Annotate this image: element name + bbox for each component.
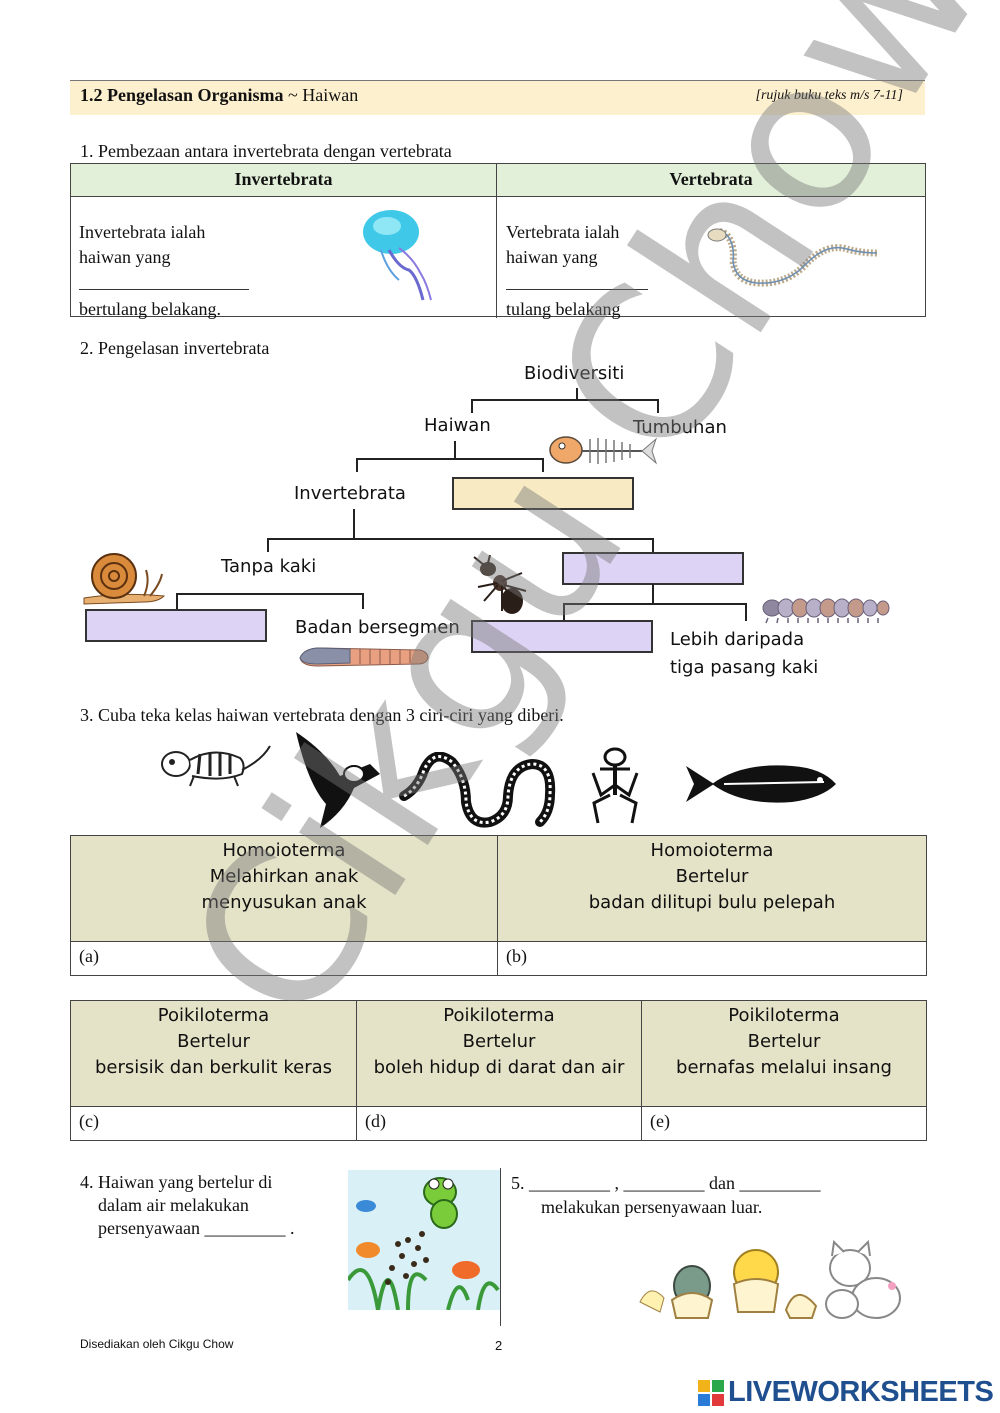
node-biodiversiti: Biodiversiti [524,363,625,384]
node-badan-bersegmen: Badan bersegmen [295,617,460,638]
bird-skeleton-icon [296,732,380,828]
section-header: 1.2 Pengelasan Organisma ~ Haiwan [rujuk… [70,80,925,115]
header-invertebrata: Invertebrata [71,164,496,197]
hatching-animals-illustration [639,1240,901,1319]
node-tumbuhan: Tumbuhan [633,417,727,438]
question-3: 3. Cuba teka kelas haiwan vertebrata den… [80,705,564,725]
vertebrata-definition: Vertebrata ialah haiwan yang tulang bela… [506,220,648,322]
liveworksheets-wordmark: LIVEWORKSHEETS [728,1376,994,1408]
answer-a[interactable]: (a) [71,941,498,976]
question-5: 5. _________ , _________ dan _________ m… [511,1173,821,1217]
frog-skeleton-icon [591,747,639,824]
snake-skeleton-icon [707,228,878,287]
answer-box-ada-kaki[interactable] [562,552,744,585]
question-1: 1. Pembezaan antara invertebrata dengan … [80,141,452,161]
ant-icon [473,555,527,614]
node-invertebrata: Invertebrata [294,483,406,504]
textbook-reference: [rujuk buku teks m/s 7-11] [755,88,904,103]
blank-invertebrata[interactable] [79,270,249,290]
answer-c[interactable]: (c) [71,1106,357,1141]
invertebrata-definition: Invertebrata ialah haiwan yang bertulang… [79,220,249,322]
blank-vertebrata[interactable] [506,270,648,290]
answer-e[interactable]: (e) [642,1106,926,1141]
header-vertebrata: Vertebrata [497,164,925,197]
section-title: 1.2 Pengelasan Organisma ~ Haiwan [80,85,359,105]
footer-credit: Disediakan oleh Cikgu Chow [80,1337,234,1351]
millipede-icon [762,598,890,624]
node-haiwan: Haiwan [424,415,491,436]
comparison-table: Invertebrata Vertebrata Invertebrata ial… [70,163,926,319]
snail-icon [83,553,166,605]
snake-icon [399,752,556,828]
answer-box-tiga-pasang-kaki[interactable] [471,620,653,653]
answer-box-vertebrata[interactable] [452,477,634,510]
question-4: 4. Haiwan yang bertelur di dalam air mel… [80,1172,295,1238]
answer-d[interactable]: (d) [357,1106,642,1141]
question-2: 2. Pengelasan invertebrata [80,338,270,358]
underwater-frog-illustration [348,1170,500,1310]
page-number: 2 [495,1338,503,1353]
answer-box-tanpa-kaki[interactable] [85,609,267,642]
fish-icon [686,765,836,803]
liveworksheets-grid-icon [698,1380,724,1406]
node-tanpa-kaki: Tanpa kaki [221,556,317,577]
rat-skeleton-icon [161,745,271,787]
worm-icon [299,647,429,667]
answer-b[interactable]: (b) [498,941,926,976]
jellyfish-icon [363,210,432,301]
node-lebih-tiga-pasang-kaki: Lebih daripada tiga pasang kaki [670,629,819,678]
fish-skeleton-icon [549,436,658,465]
